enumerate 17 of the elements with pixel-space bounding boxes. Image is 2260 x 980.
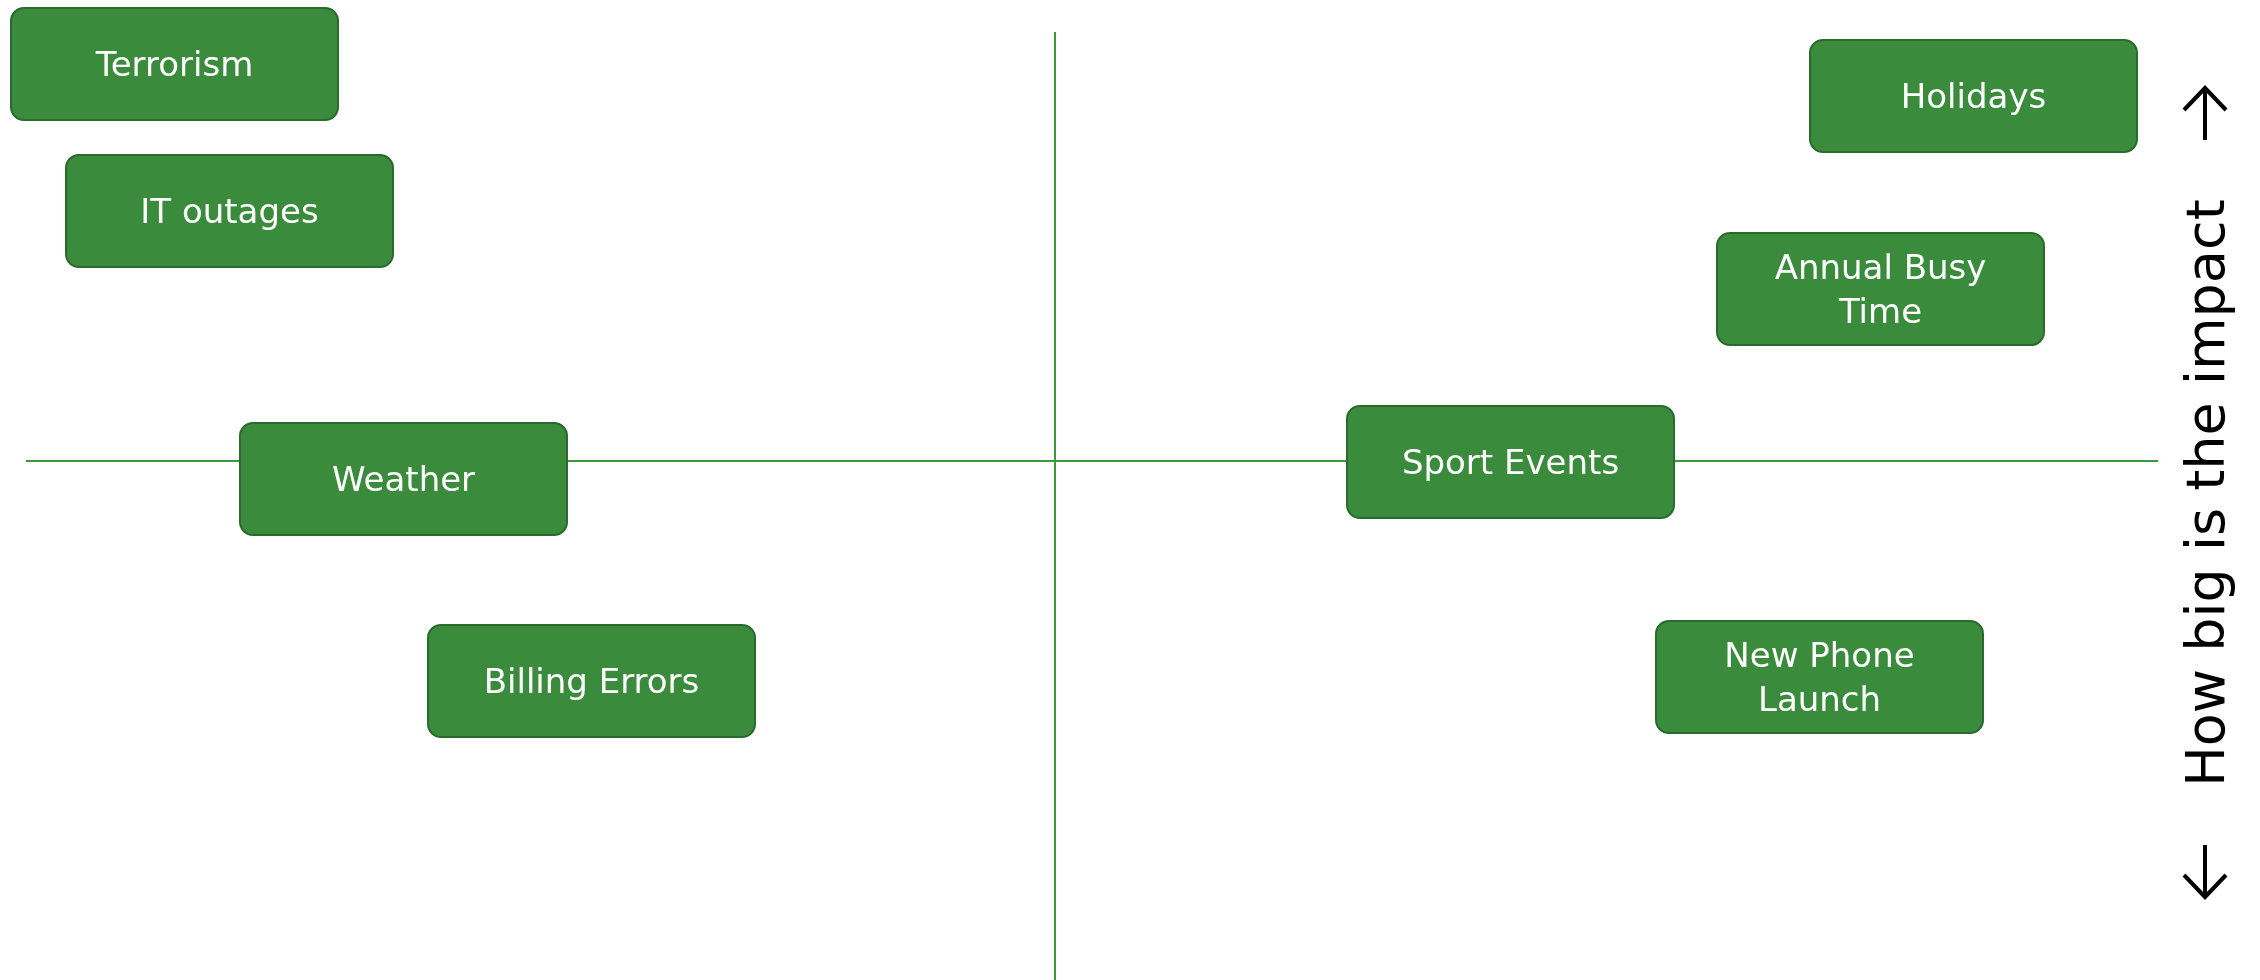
category-box [65, 154, 394, 268]
category-box [1346, 405, 1675, 519]
category-box [239, 422, 568, 536]
category-box [427, 624, 756, 738]
category-text: New Phone Launch [1723, 633, 1916, 721]
category-box [1809, 39, 2138, 153]
category-text: Weather [330, 457, 477, 501]
category-text: Terrorism [94, 42, 255, 86]
category-text: Annual Busy Time [1773, 245, 1988, 333]
category-box [1655, 620, 1984, 734]
category-text: Billing Errors [482, 659, 701, 703]
axis-label: How big is the impact [2173, 199, 2237, 787]
category-text: Sport Events [1400, 440, 1621, 484]
category-text: IT outages [139, 189, 320, 233]
category-box [10, 7, 339, 121]
category-box [1716, 232, 2045, 346]
category-text: Holidays [1899, 74, 2048, 118]
